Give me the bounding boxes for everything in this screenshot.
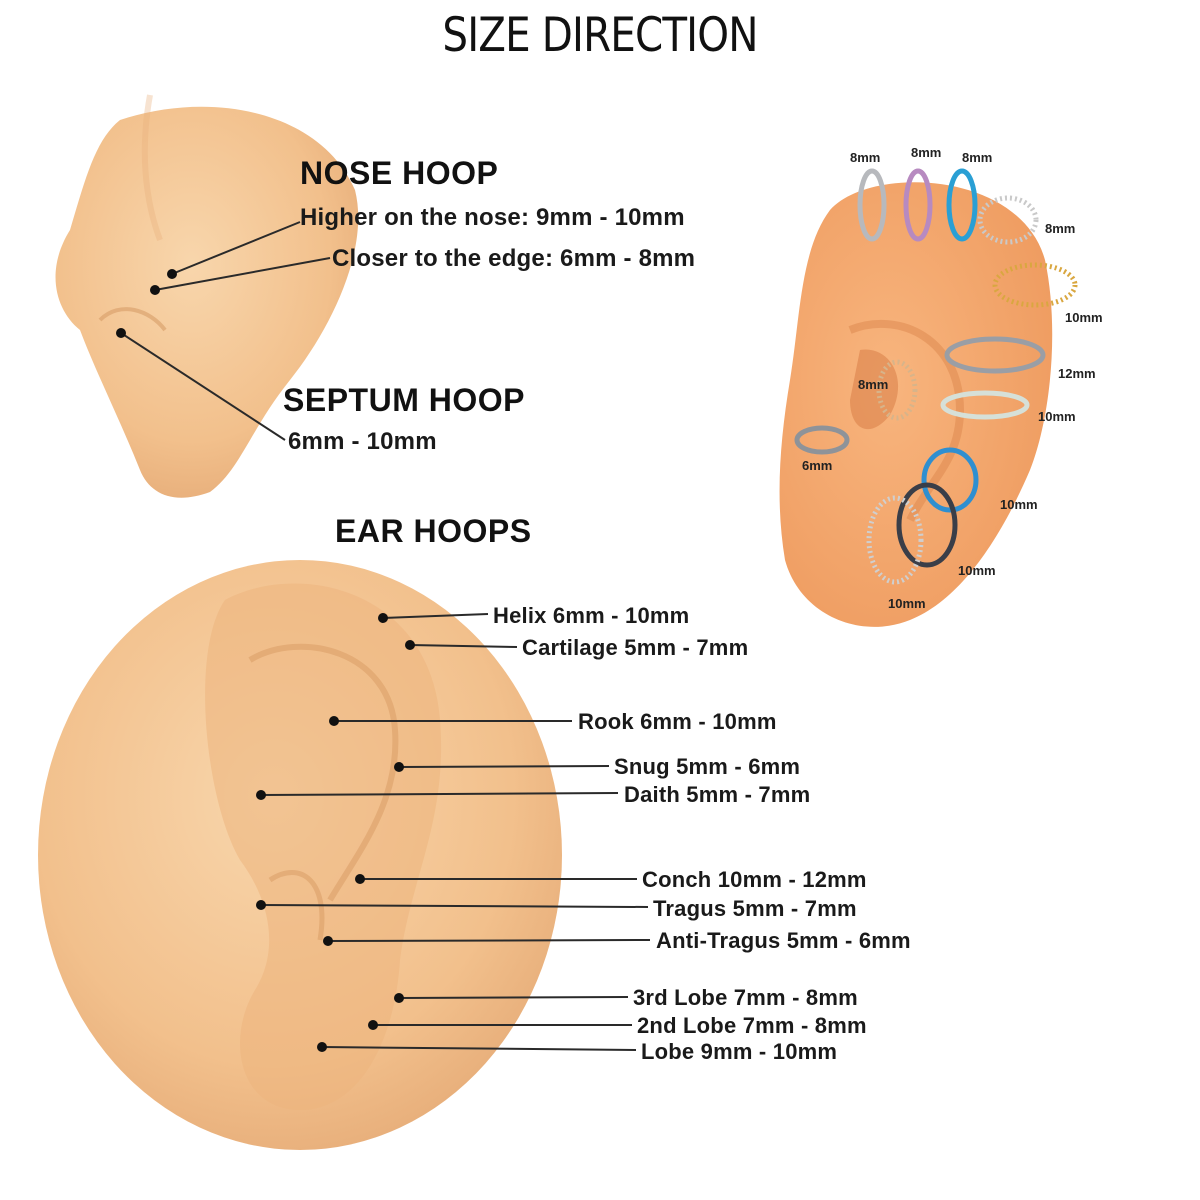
photo-size-tag: 8mm <box>911 145 942 160</box>
ear-label-helix: Helix 6mm - 10mm <box>493 603 690 628</box>
photo-size-tag: 8mm <box>962 150 993 165</box>
photo-size-tag: 8mm <box>850 150 881 165</box>
ear-illustration <box>38 560 562 1150</box>
photo-size-tag: 10mm <box>958 563 996 578</box>
photo-size-tag: 10mm <box>1000 497 1038 512</box>
septum-size-label: 6mm - 10mm <box>288 428 437 455</box>
nose-edge-label: Closer to the edge: 6mm - 8mm <box>332 245 696 272</box>
ear-label-anti-tragus: Anti-Tragus 5mm - 6mm <box>656 928 911 953</box>
ear-label-2nd-lobe: 2nd Lobe 7mm - 8mm <box>637 1013 867 1038</box>
piercing-points <box>116 269 415 1052</box>
ear-label-conch: Conch 10mm - 12mm <box>642 867 867 892</box>
photo-size-tag: 12mm <box>1058 366 1096 381</box>
ear-label-tragus: Tragus 5mm - 7mm <box>653 896 857 921</box>
ear-label-daith: Daith 5mm - 7mm <box>624 782 811 807</box>
leader-lines <box>120 221 651 1051</box>
photo-size-tag: 8mm <box>1045 221 1076 236</box>
ear-label-rook: Rook 6mm - 10mm <box>578 709 777 734</box>
photo-size-tag: 8mm <box>858 377 889 392</box>
photo-size-tag: 6mm <box>802 458 833 473</box>
septum-hoop-heading: SEPTUM HOOP <box>283 382 525 418</box>
photo-size-tag: 10mm <box>1038 409 1076 424</box>
ear-label-cartilage: Cartilage 5mm - 7mm <box>522 635 749 660</box>
ear-label-lobe: Lobe 9mm - 10mm <box>641 1039 838 1064</box>
photo-size-tag: 10mm <box>888 596 926 611</box>
photo-hoops <box>794 168 1078 585</box>
nose-illustration <box>55 94 359 498</box>
ear-label-3rd-lobe: 3rd Lobe 7mm - 8mm <box>633 985 858 1010</box>
nose-hoop-heading: NOSE HOOP <box>300 155 499 191</box>
ear-hoops-heading: EAR HOOPS <box>335 513 532 549</box>
photo-size-tag: 10mm <box>1065 310 1103 325</box>
nose-higher-label: Higher on the nose: 9mm - 10mm <box>300 204 685 231</box>
page-title: SIZE DIRECTION <box>442 8 758 63</box>
ear-label-snug: Snug 5mm - 6mm <box>614 754 801 779</box>
